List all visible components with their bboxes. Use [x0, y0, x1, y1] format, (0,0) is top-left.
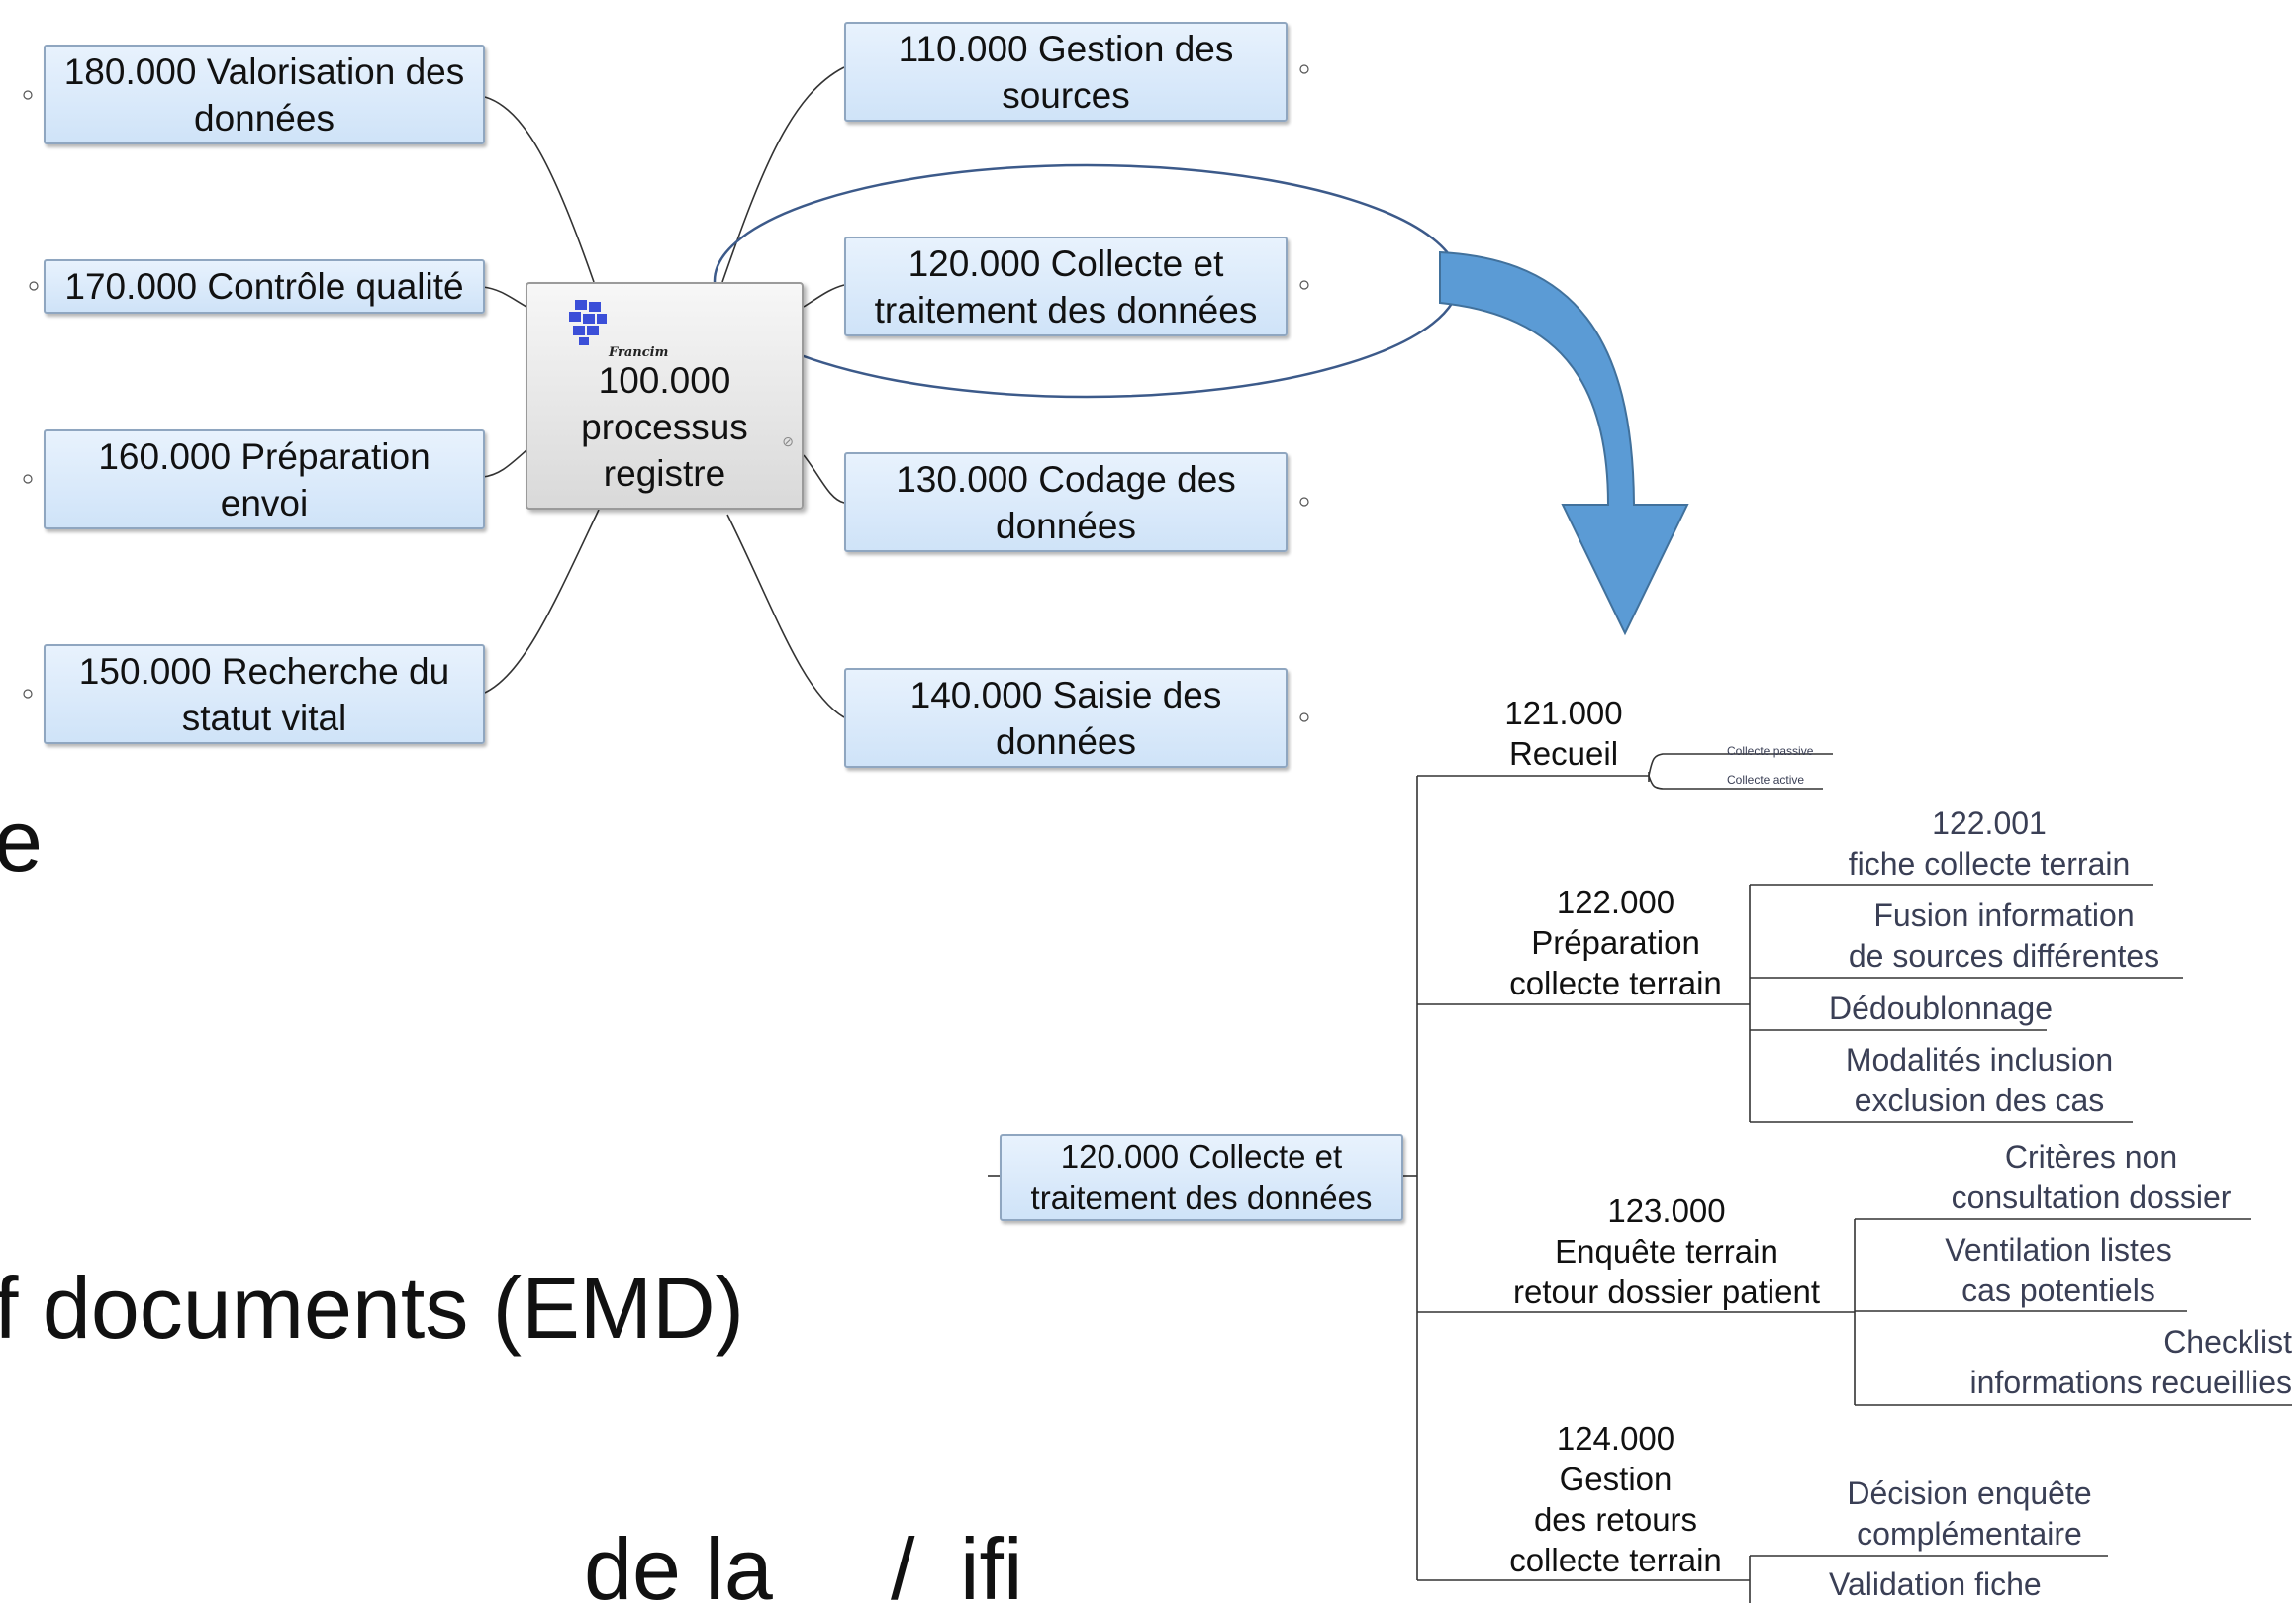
node-170-controle-qualite[interactable]: 170.000 Contrôle qualité [44, 259, 485, 314]
connector-170 [482, 286, 527, 308]
center-node-label: 100.000 processus registre [581, 360, 748, 494]
leaf-dedoublonnage[interactable]: Dédoublonnage [1829, 991, 2053, 1026]
francim-logo: Francim [567, 294, 765, 360]
leaf-collecte-active[interactable]: Collecte active [1727, 773, 1805, 787]
node-160-preparation-envoi[interactable]: 160.000 Préparation envoi [44, 429, 485, 529]
subnode-123-enquete[interactable]: 123.000 Enquête terrain retour dossier p… [1512, 1192, 1820, 1310]
node-140-saisie[interactable]: 140.000 Saisie des données [844, 668, 1288, 768]
leaf-decision-enquete[interactable]: Décision enquête complémentaire [1847, 1475, 2092, 1552]
slide-text-fragment-2: f documents (EMD) [0, 1259, 744, 1357]
curved-arrow [1439, 250, 1689, 636]
leaf-fusion-information[interactable]: Fusion information de sources différente… [1848, 898, 2160, 974]
leaf-checklist-informations[interactable]: Checklist informations recueillies [1969, 1324, 2292, 1400]
leaf-modalites-inclusion[interactable]: Modalités inclusion exclusion des cas [1845, 1042, 2114, 1118]
logo-icon [569, 300, 607, 345]
attachment-icon: ⊘ [782, 433, 794, 449]
leaf-122-001-fiche[interactable]: 122.001 fiche collecte terrain [1848, 805, 2131, 882]
leaf-validation-fiche[interactable]: Validation fiche [1829, 1566, 2042, 1602]
subnode-121-recueil[interactable]: 121.000 Recueil [1504, 695, 1623, 772]
expand-markers [23, 64, 1309, 722]
connector-160 [482, 449, 527, 478]
connector-180 [484, 96, 595, 283]
leaf-ventilation-listes[interactable]: Ventilation listes cas potentiels [1945, 1232, 2172, 1308]
node-100-processus-registre[interactable]: Francim 100.000 processus registre ⊘ [526, 282, 804, 510]
leaf-collecte-passive[interactable]: Collecte passive [1727, 744, 1814, 758]
detail-root-120[interactable]: 120.000 Collecte et traitement des donné… [1000, 1134, 1403, 1221]
node-110-gestion-sources[interactable]: 110.000 Gestion des sources [844, 22, 1288, 122]
slide-text-fragment-3: de la/ifi [584, 1520, 1023, 1609]
leaf-criteres-non-consultation[interactable]: Critères non consultation dossier [1951, 1139, 2232, 1215]
node-150-statut-vital[interactable]: 150.000 Recherche du statut vital [44, 644, 485, 744]
logo-brand: Francim [609, 345, 669, 360]
slide-text-fragment-1: e [0, 792, 43, 890]
subnode-122-preparation[interactable]: 122.000 Préparation collecte terrain [1509, 884, 1722, 1001]
connector-150 [484, 509, 600, 694]
connector-140 [726, 514, 845, 718]
node-130-codage[interactable]: 130.000 Codage des données [844, 452, 1288, 552]
subnode-124-gestion-retours[interactable]: 124.000 Gestion des retours collecte ter… [1509, 1420, 1722, 1578]
connector-130 [803, 454, 845, 504]
connector-110 [721, 66, 845, 283]
node-180-valorisation[interactable]: 180.000 Valorisation des données [44, 45, 485, 144]
node-120-collecte-traitement[interactable]: 120.000 Collecte et traitement des donné… [844, 237, 1288, 336]
connector-120 [803, 284, 845, 308]
detail-tree-lines [988, 753, 2292, 1603]
